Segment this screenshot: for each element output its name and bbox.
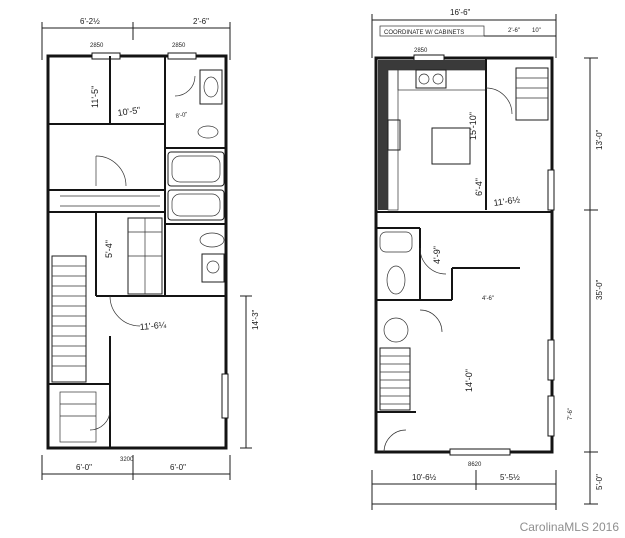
upper-bottom-dim-right: 6'-0" [170, 463, 186, 472]
upper-room-dim-6: 14'-3" [251, 309, 260, 330]
watermark: CarolinaMLS 2016 [519, 520, 619, 534]
main-window-tag: 2850 [414, 48, 428, 54]
upper-bottom-tag: 3200 [120, 457, 134, 463]
upper-room-dim-1: 10'-5" [117, 105, 141, 118]
main-side-dim-3: 7'-6" [568, 408, 574, 420]
upper-room-dim-4: 5'-4" [104, 240, 114, 258]
upper-room-dim-2: 11'-5" [90, 86, 100, 108]
main-room-dim-3: 11'-6½ [493, 194, 521, 208]
main-side-dim-2: 35'-0" [595, 279, 604, 300]
main-room-dim-5: 4'-6" [482, 296, 494, 302]
main-bottom-dim-left: 10'-6½ [412, 473, 437, 482]
upper-floor-plan: 6'-2½ 2'-6" 2850 2850 [41, 17, 260, 480]
main-cabinet-note: COORDINATE W/ CABINETS [384, 30, 464, 36]
upper-room-dim-3: 8'-0" [175, 112, 188, 120]
main-bottom-dim-right: 5'-5½ [500, 473, 520, 482]
upper-top-dim-left: 6'-2½ [80, 17, 100, 26]
main-sub-dim-2: 10" [532, 28, 541, 34]
main-room-dim-4: 4'-9" [432, 246, 442, 264]
upper-top-dim-right: 2'-6" [193, 17, 209, 26]
upper-window-tag-1: 2850 [90, 43, 104, 49]
main-sub-dim-1: 2'-6" [508, 28, 520, 34]
upper-bottom-dim-left: 6'-0" [76, 463, 92, 472]
main-top-dim: 16'-6" [450, 8, 471, 17]
main-stair [379, 347, 411, 411]
upper-window-tag-2: 2850 [172, 43, 186, 49]
main-side-dim-4: 5'-0" [595, 474, 604, 490]
main-room-dim-2: 6'-4" [474, 178, 484, 196]
main-room-dim-6: 14'-0" [464, 369, 474, 392]
upper-room-dim-5: 11'-6¼ [139, 320, 167, 332]
upper-stair [51, 255, 87, 383]
main-bottom-tag: 8620 [468, 462, 482, 468]
main-side-dim-1: 13'-0" [595, 129, 604, 150]
main-room-dim-1: 15'-10" [468, 112, 478, 140]
main-floor-plan: 16'-6" COORDINATE W/ CABINETS 2'-6" 10" … [371, 8, 604, 510]
